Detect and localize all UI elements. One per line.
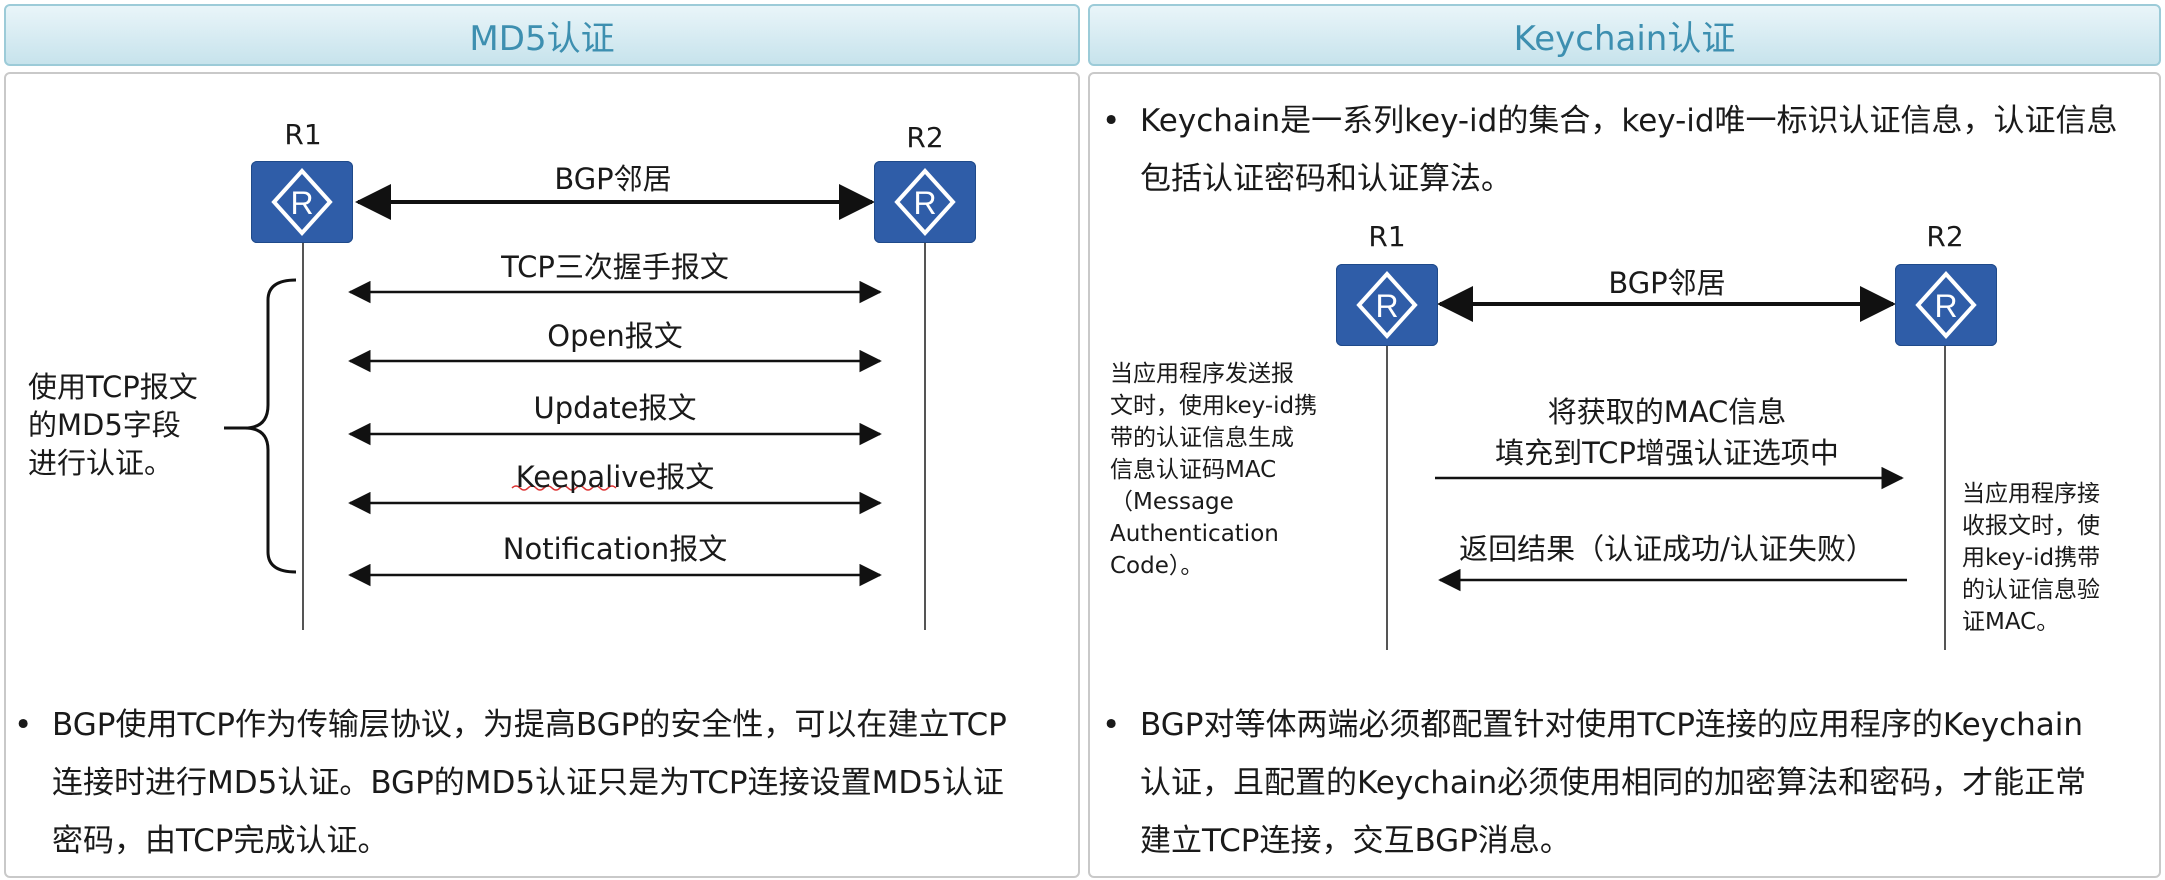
bullet-marker: •: [1102, 103, 1121, 139]
msg-label-keepalive: Keepalive报文: [515, 460, 715, 494]
brace-annotation-line: 进行认证。: [28, 446, 174, 480]
md5-description-line: 连接时进行MD5认证。BGP的MD5认证只是为TCP连接设置MD5认证: [52, 765, 1004, 801]
send-note: 当应用程序发送报 文时，使用key-id携 带的认证信息生成 信息认证码MAC …: [1110, 358, 1317, 582]
recv-note-line: 的认证信息验: [1962, 577, 2100, 603]
bullet-marker: •: [1102, 707, 1121, 743]
md5-description: • BGP使用TCP作为传输层协议，为提高BGP的安全性，可以在建立TCP 连接…: [14, 696, 1062, 870]
send-note-line: Authentication: [1110, 521, 1279, 547]
right-neighbor-label: BGP邻居: [1608, 266, 1726, 300]
keepalive-squiggle: [511, 485, 617, 491]
keychain-auth-header-title: Keychain认证: [1513, 18, 1736, 59]
right-r2-router: R: [1895, 264, 1997, 346]
md5-auth-header-title: MD5认证: [469, 18, 615, 59]
svg-text:R: R: [1375, 288, 1398, 324]
md5-description-line: 密码，由TCP完成认证。: [52, 823, 389, 859]
msg-label-tcp: TCP三次握手报文: [501, 250, 729, 284]
recv-note-line: 证MAC。: [1962, 609, 2060, 635]
left-r2-label: R2: [906, 121, 944, 154]
brace-annotation-line: 的MD5字段: [28, 408, 181, 442]
svg-text:R: R: [290, 185, 313, 221]
send-note-line: Code）。: [1110, 553, 1204, 579]
left-neighbor-label: BGP邻居: [554, 162, 672, 196]
right-r2-label: R2: [1926, 220, 1964, 253]
return-result-label: 返回结果（认证成功/认证失败）: [1459, 532, 1875, 566]
md5-auth-header: MD5认证: [4, 4, 1080, 66]
keychain-description-line: BGP对等体两端必须都配置针对使用TCP连接的应用程序的Keychain: [1140, 707, 2084, 743]
send-note-line: 当应用程序发送报: [1110, 361, 1294, 387]
router-icon: R: [894, 168, 956, 236]
msg-label-notification: Notification报文: [502, 532, 728, 566]
recv-note-line: 用key-id携带: [1962, 545, 2101, 571]
keychain-description: • BGP对等体两端必须都配置针对使用TCP连接的应用程序的Keychain 认…: [1102, 696, 2150, 870]
recv-note: 当应用程序接 收报文时，使 用key-id携带 的认证信息验 证MAC。: [1962, 478, 2100, 638]
brace-annotation-line: 使用TCP报文: [28, 370, 198, 404]
recv-note-line: 收报文时，使: [1962, 513, 2100, 539]
keychain-auth-header: Keychain认证: [1088, 4, 2161, 66]
fill-mac-label-line: 将获取的MAC信息: [1547, 395, 1787, 429]
keychain-intro: • Keychain是一系列key-id的集合，key-id唯一标识认证信息，认…: [1102, 92, 2150, 208]
keychain-description-line: 认证，且配置的Keychain必须使用相同的加密算法和密码，才能正常: [1140, 765, 2087, 801]
send-note-line: 带的认证信息生成: [1110, 425, 1294, 451]
send-note-line: （Message: [1110, 489, 1234, 515]
msg-label-open: Open报文: [547, 319, 683, 353]
left-r2-router: R: [874, 161, 976, 243]
md5-description-line: BGP使用TCP作为传输层协议，为提高BGP的安全性，可以在建立TCP: [52, 707, 1007, 743]
svg-text:R: R: [1934, 288, 1957, 324]
fill-mac-label-line: 填充到TCP增强认证选项中: [1495, 436, 1839, 470]
brace-annotation: 使用TCP报文 的MD5字段 进行认证。: [28, 368, 198, 482]
left-brace: [244, 278, 297, 574]
router-icon: R: [271, 168, 333, 236]
keychain-intro-line: 包括认证密码和认证算法。: [1140, 161, 1512, 197]
recv-note-line: 当应用程序接: [1962, 481, 2100, 507]
keychain-panel: [1088, 72, 2161, 878]
send-note-line: 文时，使用key-id携: [1110, 393, 1318, 419]
svg-text:R: R: [913, 185, 936, 221]
router-icon: R: [1915, 271, 1977, 339]
left-r1-label: R1: [284, 118, 322, 151]
keychain-intro-line: Keychain是一系列key-id的集合，key-id唯一标识认证信息，认证信…: [1140, 103, 2118, 139]
msg-label-update: Update报文: [533, 391, 697, 425]
left-r1-router: R: [251, 161, 353, 243]
send-note-line: 信息认证码MAC: [1110, 457, 1277, 483]
fill-mac-label: 将获取的MAC信息 填充到TCP增强认证选项中: [1495, 392, 1839, 474]
right-r1-label: R1: [1368, 220, 1406, 253]
keychain-description-line: 建立TCP连接，交互BGP消息。: [1140, 823, 1571, 859]
router-icon: R: [1356, 271, 1418, 339]
bullet-marker: •: [14, 707, 33, 743]
right-r1-router: R: [1336, 264, 1438, 346]
